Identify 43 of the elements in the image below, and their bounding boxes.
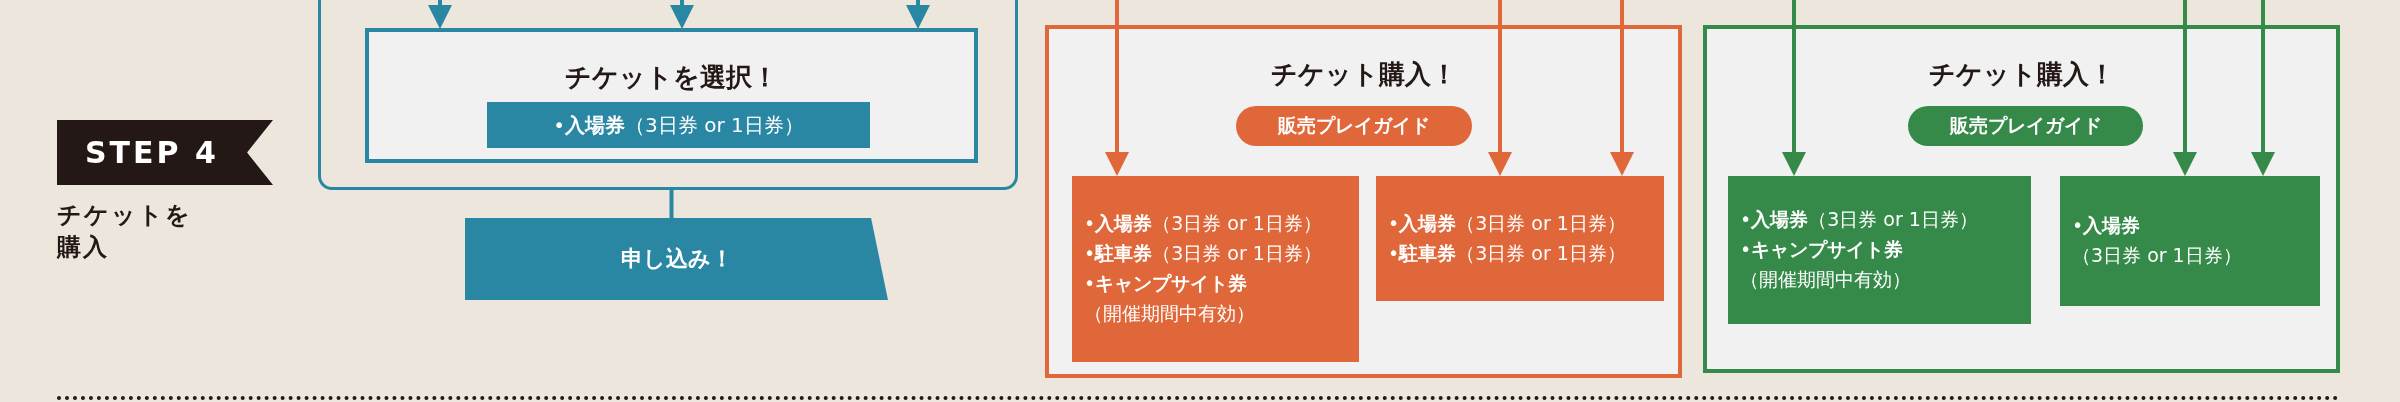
ticket-panel [1045,25,1682,378]
vendor-pill [1908,106,2143,146]
arrow [1488,0,1512,176]
arrow [1610,0,1634,176]
ticket-bar [487,102,870,148]
ticket-panel [365,28,978,163]
connector-line [669,190,674,218]
panel-title: チケット購入！ [1928,58,2115,91]
item-text: （3日券 or 1日券） [2072,243,2243,268]
arrow [670,0,694,29]
step-label: STEP 4 [85,135,220,170]
ticket-card [1072,176,1359,362]
item-text: •駐車券（3日券 or 1日券） [1084,241,1323,266]
item-text: •入場券（3日券 or 1日券） [1388,210,1627,236]
item-text: •入場券（3日券 or 1日券） [553,111,804,139]
pill-label: 販売プレイガイド [1949,113,2102,138]
panel-title: チケット購入！ [1270,58,1457,91]
panel-title: チケットを選択！ [565,61,778,94]
arrow [2173,0,2197,176]
section-panel [318,0,1018,190]
arrow [2251,0,2275,176]
arrow [906,0,930,29]
step-banner [57,120,273,185]
ticket-card [1728,176,2031,324]
item-text: •入場券（3日券 or 1日券） [1740,207,1979,232]
vendor-pill [1236,106,1472,146]
apply-label: 申し込み！ [620,245,733,273]
pill-label: 販売プレイガイド [1278,113,1430,138]
arrow [1105,0,1129,176]
apply-banner [465,218,888,300]
arrow [428,0,452,29]
ticket-card [1376,176,1664,301]
step-caption: チケットを購入 [57,200,193,264]
item-text: •駐車券（3日券 or 1日券） [1388,240,1627,266]
item-text: （開催期間中有効） [1740,267,1912,292]
arrow [1782,0,1806,176]
item-text: •入場券（3日券 or 1日券） [1084,211,1323,236]
ticket-card [2060,176,2320,306]
item-text: •キャンプサイト券 [1740,237,1905,262]
item-text: •入場券 [2072,213,2142,238]
ticket-panel [1703,25,2340,373]
item-text: （開催期間中有効） [1084,301,1256,326]
item-text: •キャンプサイト券 [1084,271,1249,296]
